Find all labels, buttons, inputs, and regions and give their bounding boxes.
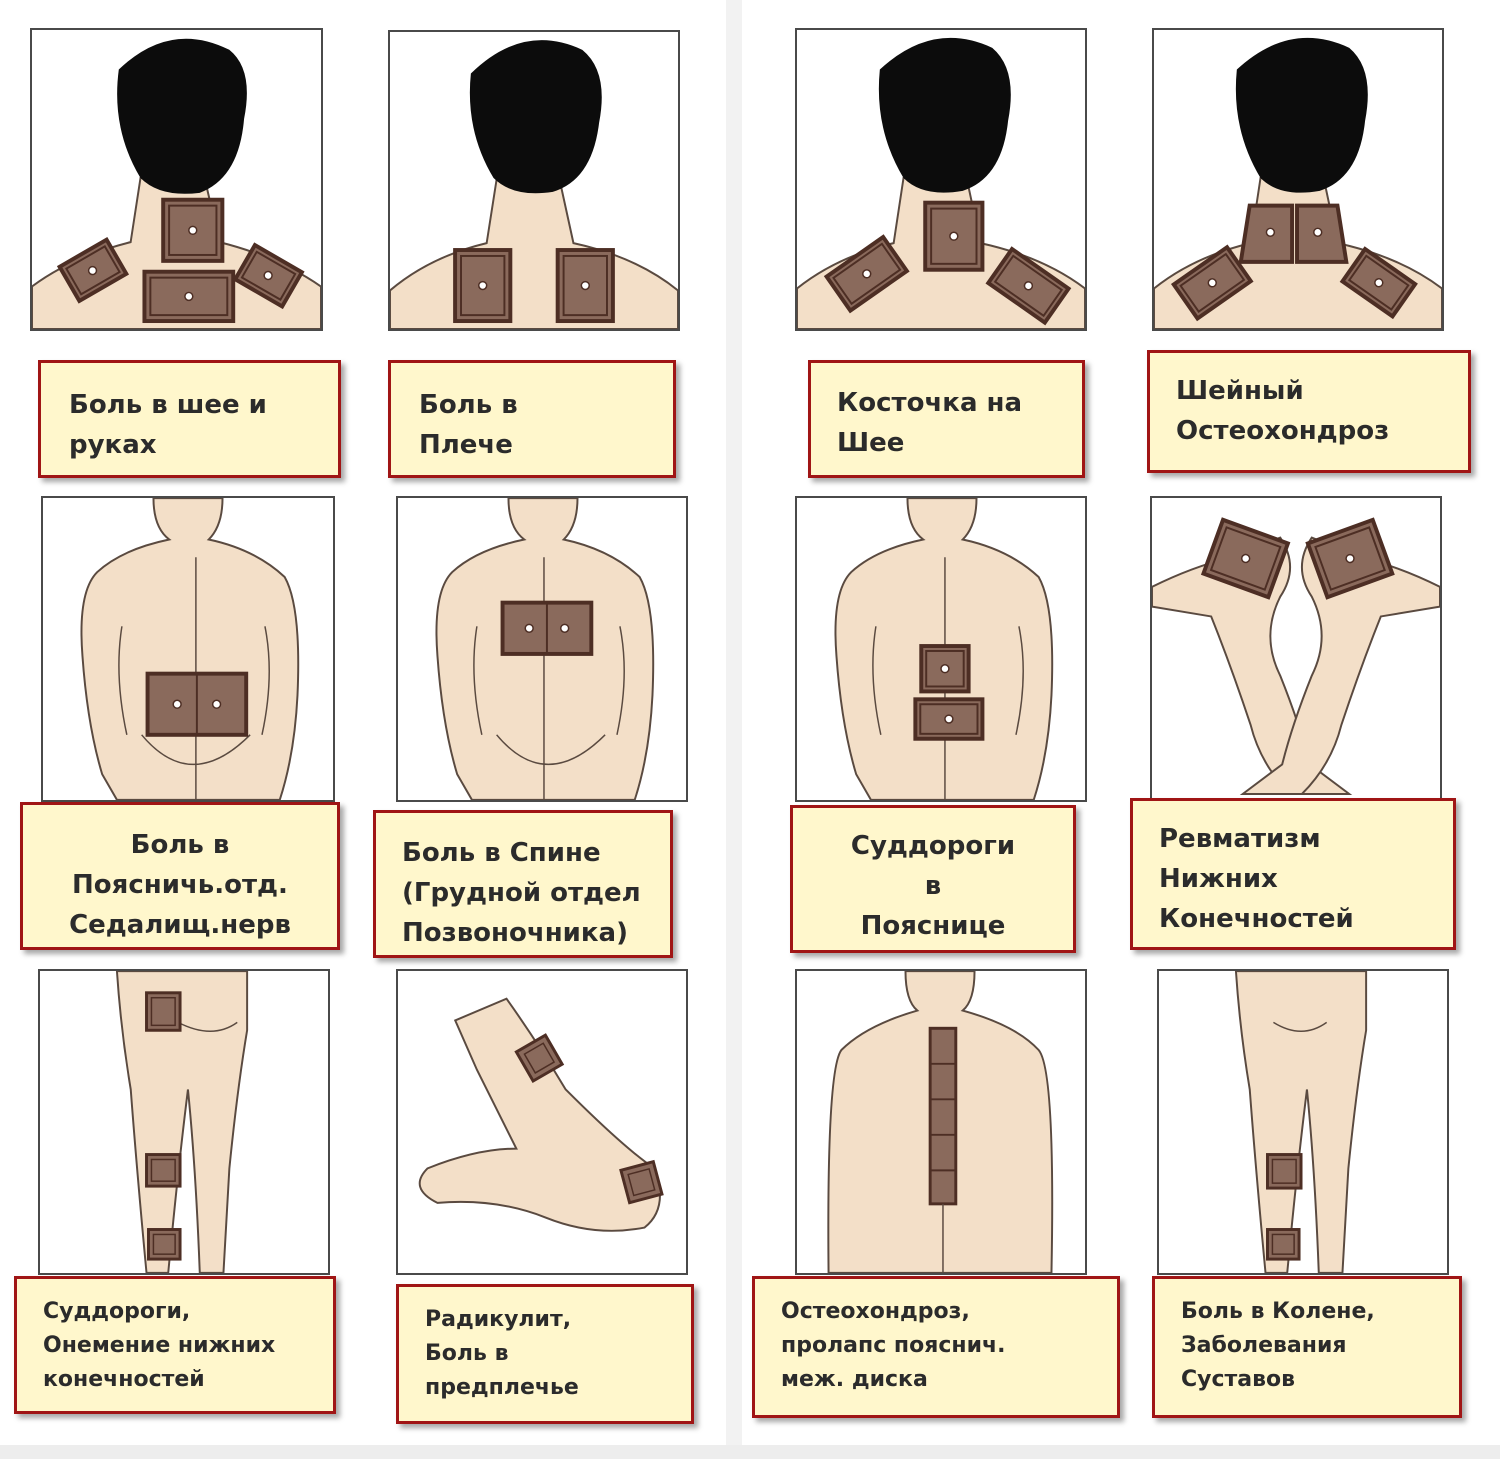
patch	[500, 600, 594, 656]
patch	[145, 991, 182, 1032]
bottom-strip	[0, 1445, 1500, 1459]
patch	[1238, 203, 1295, 264]
illustration-forearm	[396, 969, 688, 1275]
illustration-lower-back-cramps	[795, 496, 1087, 802]
patch	[232, 242, 305, 310]
illustration-lower-back-sciatic	[41, 496, 335, 802]
patch	[1266, 1228, 1301, 1261]
patch	[145, 671, 249, 737]
patch	[1339, 246, 1418, 320]
illustration-spine	[795, 969, 1087, 1275]
label-shoulder-pain: Боль в Плече	[388, 360, 676, 478]
patch	[142, 269, 236, 324]
patch	[56, 236, 130, 304]
label-neck-arms-pain: Боль в шее и руках	[38, 360, 341, 478]
label-thoracic-back-pain: Боль в Спине (Грудной отдел Позвоночника…	[373, 810, 673, 958]
patch	[913, 697, 985, 741]
label-knee-joints: Боль в Колене, Заболевания Суставов	[1152, 1276, 1462, 1418]
illustration-neck-arms	[30, 28, 323, 331]
patch	[453, 248, 513, 324]
illustration-leg-cramps	[38, 969, 330, 1275]
panel-divider	[726, 0, 742, 1459]
label-lower-back-cramps: Суддороги в Пояснице	[790, 805, 1076, 953]
illustration-knee	[1157, 969, 1449, 1275]
label-leg-rheumatism: Ревматизм Нижних Конечностей	[1130, 798, 1456, 950]
patch	[161, 197, 225, 263]
patch	[619, 1159, 664, 1205]
patch	[928, 1026, 958, 1206]
illustration-cervical	[1152, 28, 1444, 331]
illustration-neck-bone	[795, 28, 1087, 331]
label-radiculitis: Радикулит, Боль в предплечье	[396, 1284, 694, 1424]
patch	[985, 246, 1072, 326]
patch	[555, 248, 615, 324]
patch	[1266, 1153, 1303, 1190]
patch	[145, 1153, 182, 1188]
patch	[1295, 203, 1349, 264]
label-lower-back-sciatic: Боль в Поясничь.отд. Седалищ.нерв	[20, 802, 340, 950]
patch	[514, 1033, 565, 1084]
illustration-thoracic-back	[396, 496, 688, 802]
label-disc-prolapse: Остеохондроз, пролапс пояснич. меж. диск…	[752, 1276, 1120, 1418]
label-neck-bone: Косточка на Шее	[808, 360, 1085, 478]
label-cervical-osteochondrosis: Шейный Остеохондроз	[1147, 350, 1471, 473]
label-leg-cramps-numbness: Суддороги, Онемение нижних конечностей	[14, 1276, 336, 1414]
patch	[1305, 517, 1395, 600]
illustration-shoulder	[388, 30, 680, 331]
patch	[1170, 244, 1254, 322]
patch	[823, 234, 910, 314]
patch	[147, 1228, 182, 1261]
patch	[919, 644, 971, 694]
illustration-crossed-legs	[1150, 496, 1442, 802]
patch	[1200, 517, 1291, 600]
patch	[923, 200, 985, 272]
